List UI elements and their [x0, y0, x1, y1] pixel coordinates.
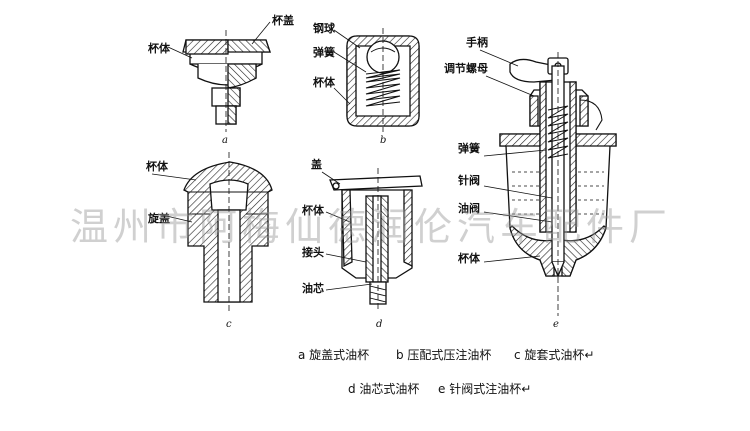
- label-e-oil-hole: 油阀: [458, 201, 480, 215]
- letter-d: d: [376, 319, 382, 330]
- figure-b-press-fit-cup: [333, 28, 420, 132]
- label-e-handle: 手柄: [466, 35, 488, 49]
- letter-e: e: [553, 319, 559, 330]
- label-b-steel-ball: 钢球: [313, 21, 336, 35]
- label-d-cover: 盖: [311, 157, 322, 171]
- figure-c-rotating-sleeve-cup: [151, 152, 273, 314]
- label-c-cap: 旋盖: [147, 211, 170, 225]
- figure-e-needle-valve-cup: [479, 49, 617, 316]
- label-e-needle-valve: 针阀: [458, 173, 480, 187]
- label-e-cup-body: 杯体: [458, 251, 481, 265]
- caption-c: c 旋套式油杯↵: [514, 348, 595, 362]
- caption-d: d 油芯式油杯: [348, 382, 420, 396]
- label-d-cup-body: 杯体: [302, 203, 325, 217]
- letter-c: c: [226, 319, 232, 330]
- caption-b: b 压配式压注油杯: [396, 348, 492, 362]
- label-e-adjust-nut: 调节螺母: [444, 61, 488, 75]
- label-b-cup-body: 杯体: [313, 75, 336, 89]
- label-d-joint: 接头: [302, 245, 324, 259]
- caption-e: e 针阀式注油杯↵: [438, 382, 532, 396]
- letter-b: b: [380, 135, 386, 146]
- label-a-cup-cover: 杯盖: [272, 13, 294, 27]
- label-d-wick: 油芯: [302, 281, 324, 295]
- label-c-cup-body: 杯体: [146, 159, 169, 173]
- label-b-spring: 弹簧: [313, 45, 335, 59]
- figure-a-screw-cap-cup: [167, 21, 271, 132]
- caption-a: a 旋盖式油杯: [298, 348, 370, 362]
- label-e-spring: 弹簧: [458, 141, 480, 155]
- figure-d-wick-cup: [321, 168, 423, 312]
- letter-a: a: [222, 135, 228, 146]
- label-a-cup-body: 杯体: [148, 41, 171, 55]
